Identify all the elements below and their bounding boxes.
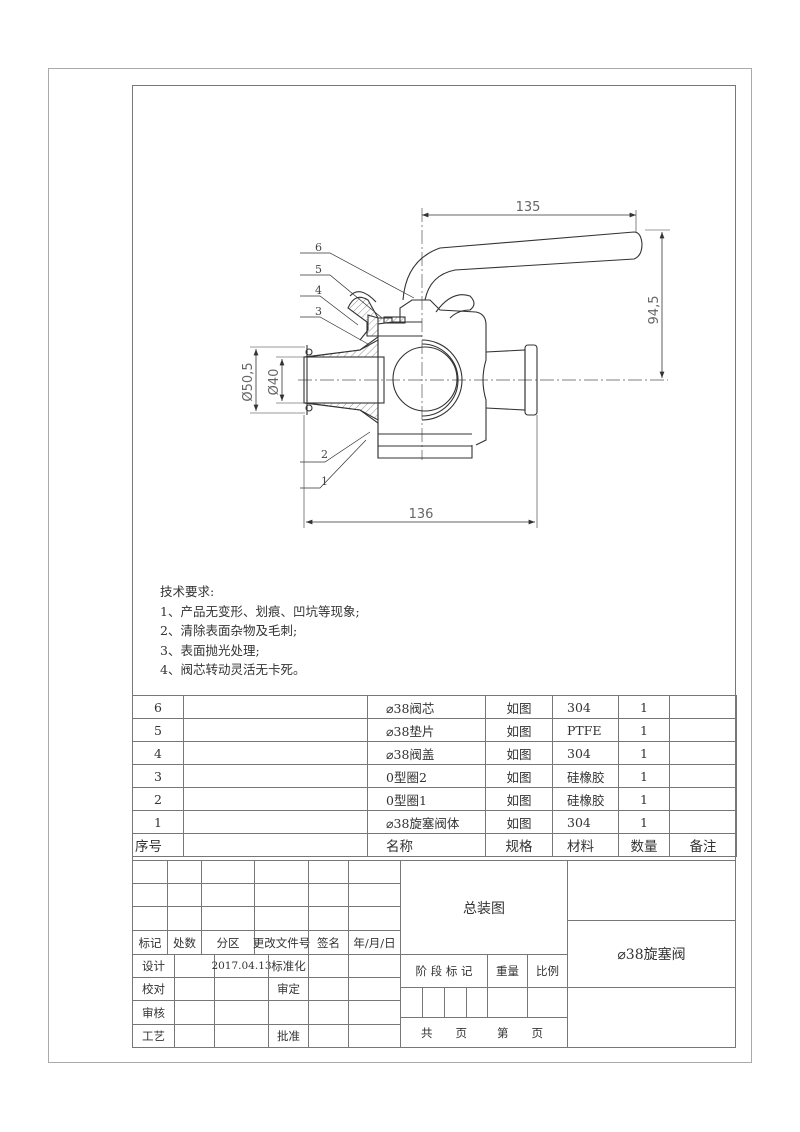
callout-4: 4 bbox=[315, 284, 322, 297]
callout-5: 5 bbox=[315, 263, 322, 276]
rev-header-date: 年/月/日 bbox=[348, 930, 401, 955]
rev-header-mark: 标记 bbox=[132, 930, 168, 955]
drawing-title: 总装图 bbox=[400, 860, 568, 955]
note-item: 1、产品无变形、划痕、凹坑等现象; bbox=[160, 603, 360, 619]
dim-136: 136 bbox=[409, 507, 434, 522]
callout-1: 1 bbox=[321, 475, 328, 488]
rev-header-count: 处数 bbox=[167, 930, 202, 955]
dim-135: 135 bbox=[516, 200, 541, 215]
scale-label: 比例 bbox=[527, 954, 568, 988]
note-item: 3、表面抛光处理; bbox=[160, 642, 260, 658]
part-name: ⌀38旋塞阀 bbox=[567, 920, 736, 988]
design-date: 2017.04.13 bbox=[211, 954, 272, 978]
standardization-label: 标准化 bbox=[268, 954, 309, 978]
callout-3: 3 bbox=[315, 305, 322, 318]
title-block: 标记 处数 分区 更改文件号 签名 年/月/日 设计 2017.04.13 标准… bbox=[132, 860, 736, 1048]
rev-header-sign: 签名 bbox=[308, 930, 349, 955]
ratify-label: 批准 bbox=[268, 1024, 309, 1048]
dim-94-5: 94,5 bbox=[647, 296, 662, 325]
rev-header-doc: 更改文件号 bbox=[253, 930, 310, 955]
stage-mark-label: 阶 段 标 记 bbox=[400, 954, 488, 988]
callout-2: 2 bbox=[321, 448, 328, 461]
callout-6: 6 bbox=[315, 241, 322, 254]
check-label: 校对 bbox=[132, 977, 175, 1001]
review-label: 审核 bbox=[132, 1000, 175, 1025]
rev-header-zone: 分区 bbox=[201, 930, 255, 955]
approve-label: 审定 bbox=[268, 977, 309, 1001]
notes-title: 技术要求: bbox=[160, 584, 215, 599]
design-label: 设计 bbox=[132, 954, 175, 978]
dim-inner-diameter: Ø40 bbox=[267, 369, 282, 396]
dim-outer-diameter: Ø50,5 bbox=[241, 362, 256, 401]
table-header-row: 序号名称规格材料数量备注 bbox=[132, 833, 737, 857]
process-label: 工艺 bbox=[132, 1024, 175, 1048]
weight-label: 重量 bbox=[487, 954, 528, 988]
note-item: 2、清除表面杂物及毛刺; bbox=[160, 623, 298, 638]
outer-frame bbox=[48, 68, 752, 1063]
note-item: 4、阀芯转动灵活无卡死。 bbox=[160, 662, 306, 677]
total-pages-label: 共 页 bbox=[421, 1025, 467, 1040]
technical-requirements: 技术要求: 1、产品无变形、划痕、凹坑等现象; 2、清除表面杂物及毛刺; 3、表… bbox=[160, 582, 360, 680]
valve-assembly-drawing: 135 94,5 136 Ø50,5 Ø40 6 5 4 3 2 1 bbox=[241, 200, 670, 528]
page-label: 第 页 bbox=[497, 1025, 543, 1040]
